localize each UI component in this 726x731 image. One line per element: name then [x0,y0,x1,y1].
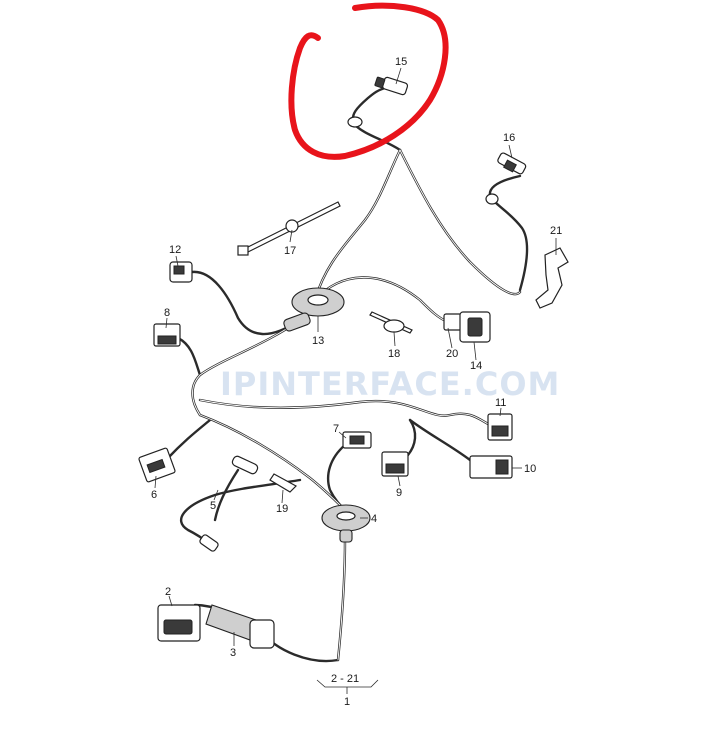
sensor-5 [199,455,259,552]
callout-10: 10 [524,463,536,475]
leader-lines [154,67,557,694]
callout-19: 19 [276,503,288,515]
callout-3: 3 [230,647,236,659]
callout-4: 4 [371,513,377,525]
wire-to-9 [406,418,417,457]
callout-9: 9 [396,487,402,499]
callout-14: 14 [470,360,482,372]
connector-12 [169,261,193,283]
callout-7: 7 [333,423,339,435]
wire-top-to-16 [398,148,522,296]
wire-13-to-12 [190,270,302,336]
connector-10 [469,455,513,479]
callout-18: 18 [388,348,400,360]
wire-to-4 [198,413,347,512]
wire-16-lead [488,174,529,292]
wire-15-lead [351,86,402,152]
callout-8: 8 [164,307,170,319]
callout-1: 1 [344,696,350,708]
callout-21: 21 [550,225,562,237]
callout-5: 5 [210,500,216,512]
grommet-4 [321,504,371,543]
grommet-13 [283,287,345,332]
cable-tie-17 [237,201,341,256]
connector-9 [381,451,409,477]
connector-6 [138,447,176,483]
callout-16: 16 [503,132,515,144]
callout-12: 12 [169,244,181,256]
sensor-16 [485,152,527,205]
callout-6: 6 [151,489,157,501]
wire-to-10 [408,418,472,462]
callout-labels: 15 16 21 17 12 8 13 18 20 14 11 7 10 9 6… [151,56,562,708]
callout-2: 2 [165,586,171,598]
connector-7 [342,431,372,449]
connector-11 [487,413,513,441]
sensor-15 [347,76,409,128]
callout-11: 11 [495,397,506,409]
callout-range: 2 - 21 [331,673,359,685]
callout-20: 20 [446,348,458,360]
callout-17: 17 [284,245,296,257]
wire-to-8 [176,336,202,377]
bracket-21 [535,247,569,309]
wire-to-5 [180,478,302,547]
wire-to-6 [166,418,212,460]
wire-4-to-bottom [336,538,347,662]
watermark-text: IPINTERFACE.COM [220,365,560,403]
connector-20-14 [443,311,491,343]
red-highlight-circle [288,2,449,160]
clip-19 [269,473,297,493]
connector-8 [153,323,181,347]
wire-5-stub [213,468,240,522]
wire-7-to-4 [326,443,347,512]
callout-15: 15 [395,56,407,68]
boot-3 [205,604,275,649]
clip-18 [369,311,413,334]
callout-13: 13 [312,335,324,347]
connector-2 [157,604,201,642]
